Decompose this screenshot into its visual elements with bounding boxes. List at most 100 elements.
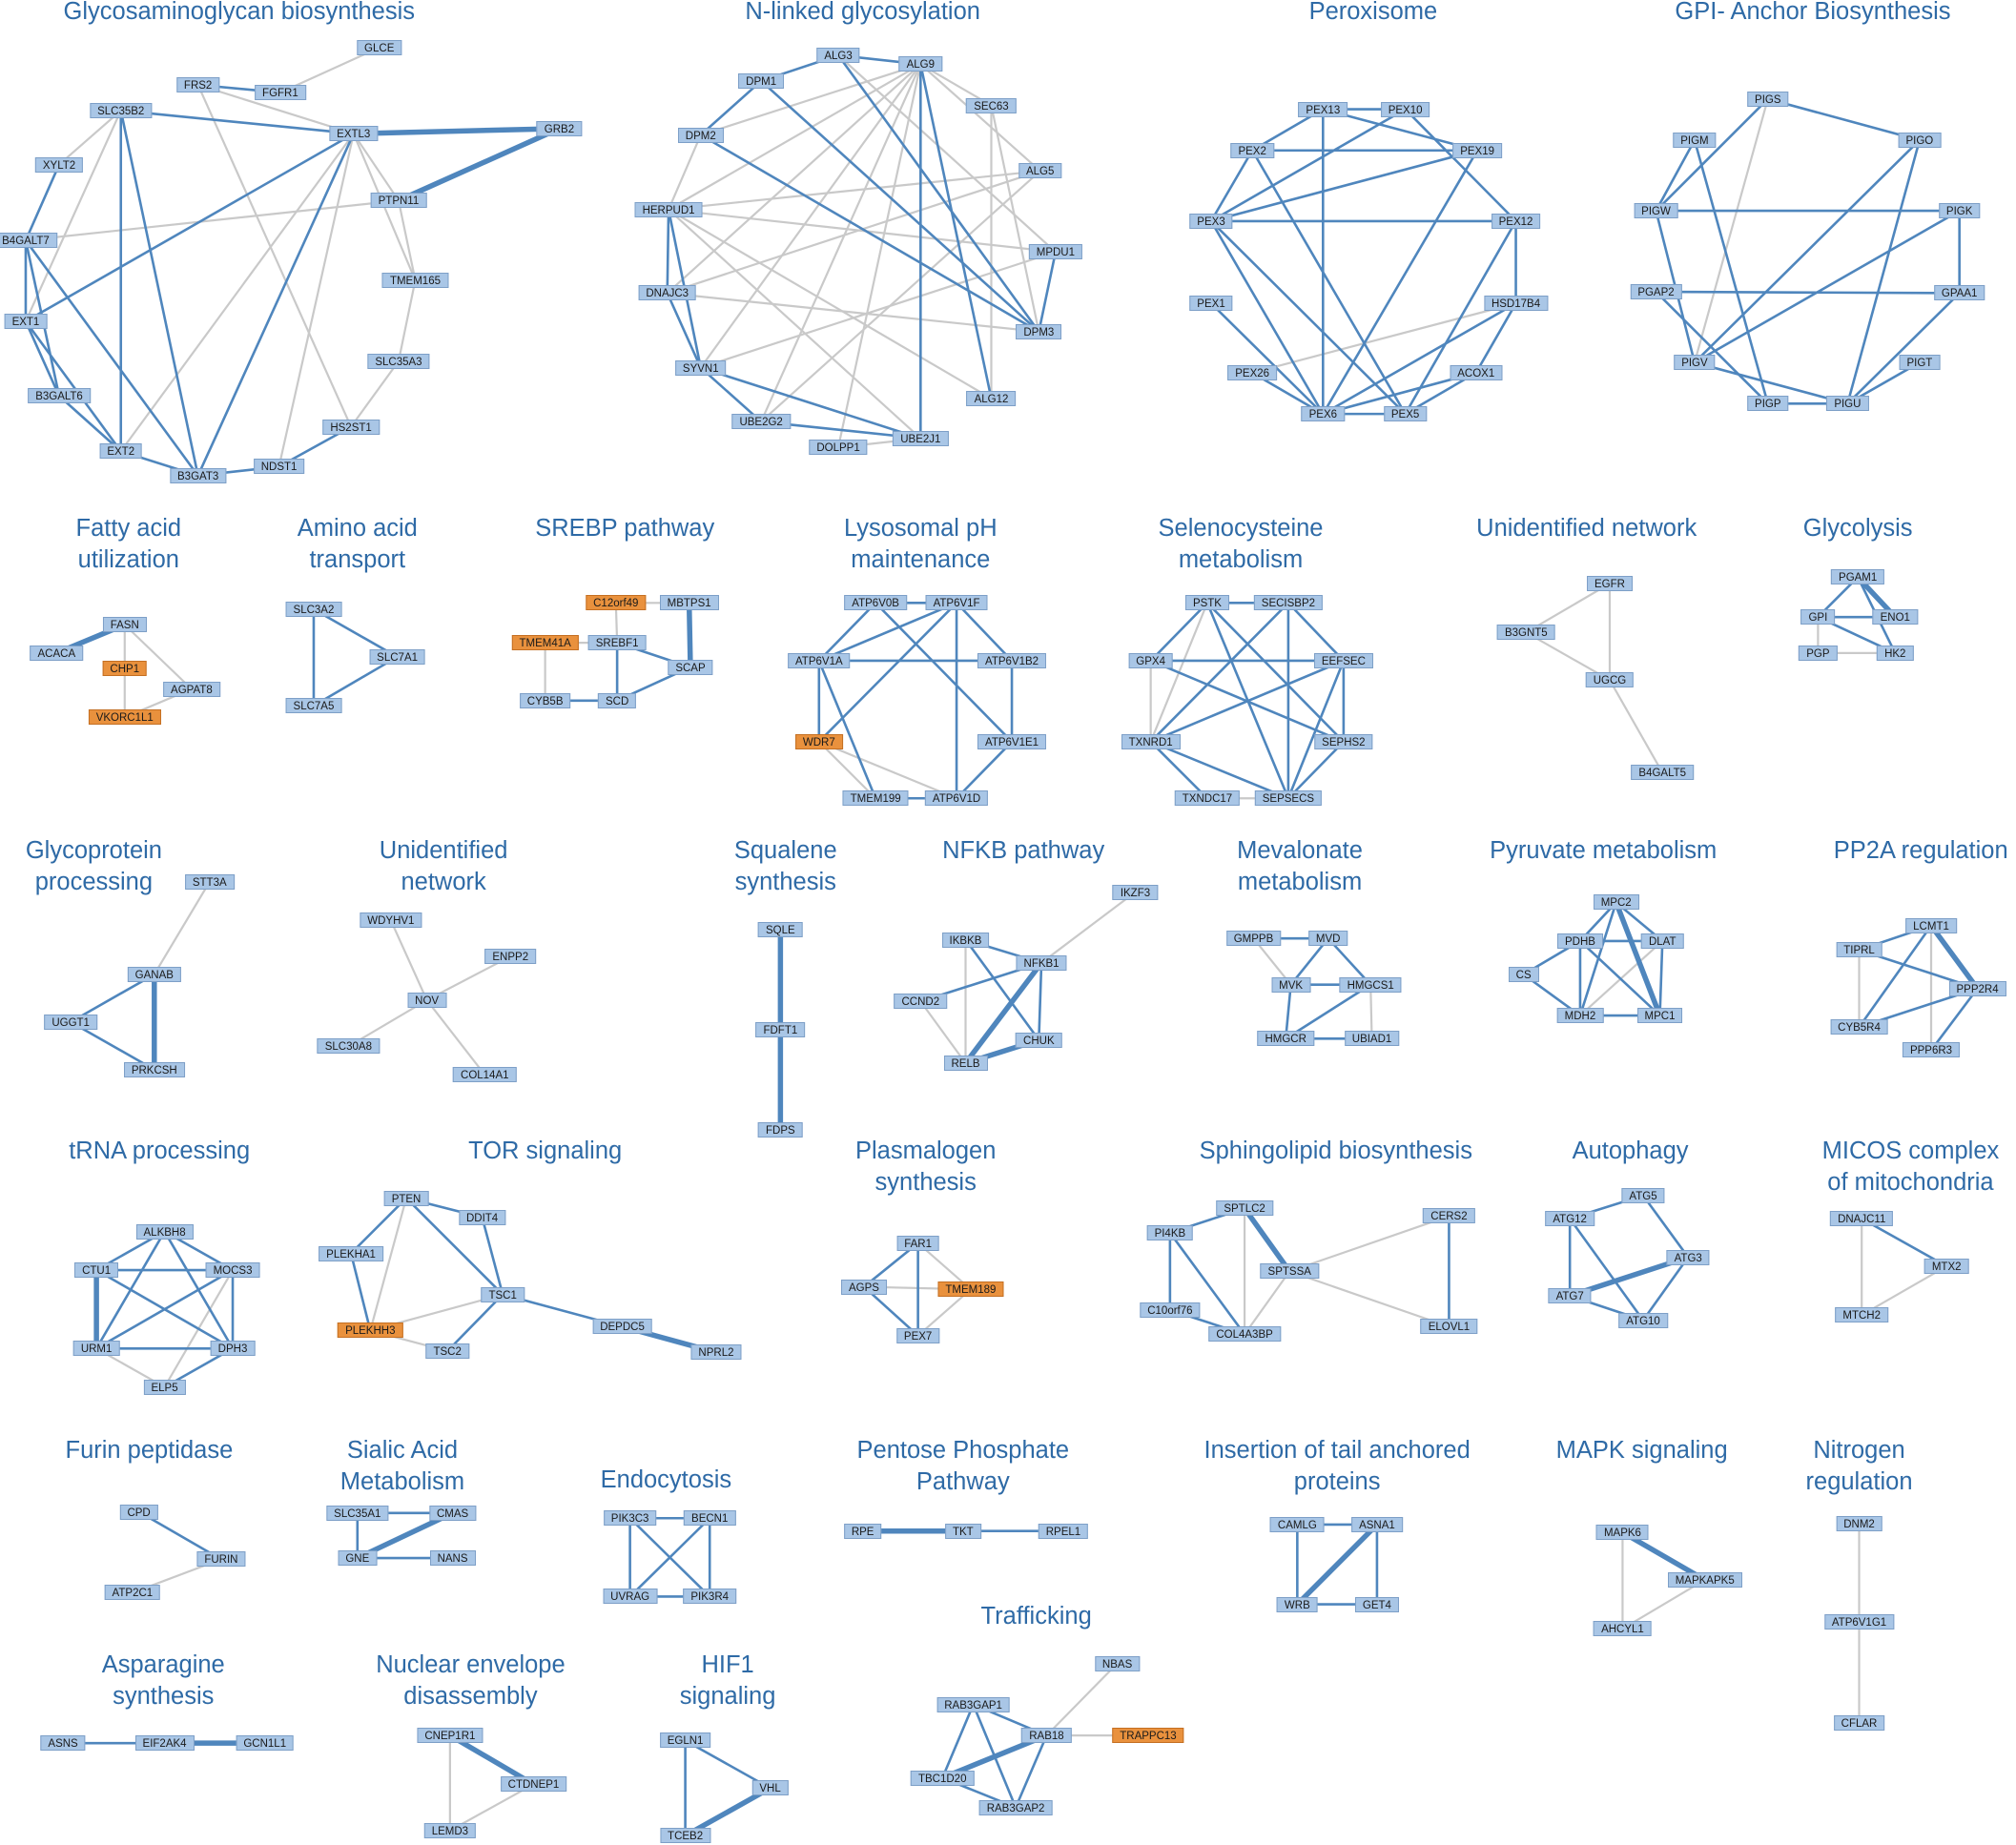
edge-herpud1-mpdu1 bbox=[667, 208, 1057, 254]
edge-pigm-pigw bbox=[1655, 138, 1697, 213]
gene-node-ext1: EXT1 bbox=[4, 314, 48, 330]
edge-txnrd1-txndc17 bbox=[1149, 740, 1209, 800]
gene-node-mtx2: MTX2 bbox=[1923, 1258, 1969, 1274]
edge-syvn1-ube2g2 bbox=[699, 366, 763, 423]
edge-pex12-pex5 bbox=[1404, 219, 1517, 416]
gene-node-pex13: PEX13 bbox=[1298, 101, 1348, 117]
edge-ptpn11-tmem165 bbox=[397, 199, 417, 282]
gene-node-pex2: PEX2 bbox=[1230, 142, 1274, 158]
gene-node-mtch2: MTCH2 bbox=[1835, 1307, 1889, 1323]
gene-node-atg5: ATG5 bbox=[1621, 1187, 1665, 1203]
edge-ppp2r4-ppp6r3 bbox=[1929, 987, 1979, 1052]
edge-tmem165-slc35a3 bbox=[397, 278, 417, 362]
edge-dpm2-herpud1 bbox=[667, 133, 702, 211]
gene-node-slc7a5: SLC7A5 bbox=[285, 698, 342, 714]
gene-node-asns: ASNS bbox=[40, 1735, 86, 1752]
gene-node-elovl1: ELOVL1 bbox=[1420, 1319, 1478, 1335]
edge-pex13-pex19 bbox=[1322, 108, 1479, 153]
edge-sptssa-col4a3bp bbox=[1243, 1270, 1291, 1336]
gene-node-fdft1: FDFT1 bbox=[755, 1021, 806, 1037]
edge-alg9-ube2g2 bbox=[760, 63, 922, 423]
gene-node-pex5: PEX5 bbox=[1383, 406, 1428, 422]
gene-node-ext2: EXT2 bbox=[99, 443, 143, 460]
network-title-tor-signaling: TOR signaling bbox=[468, 1136, 622, 1167]
edge-slc35a3-hs2st1 bbox=[349, 359, 401, 428]
network-title-line: processing bbox=[34, 868, 154, 895]
edge-pex3-pex5 bbox=[1209, 219, 1407, 416]
edge-dpm1-dpm2 bbox=[699, 79, 763, 136]
gene-node-srebf1: SREBF1 bbox=[587, 635, 647, 651]
network-title-mapk-signaling: MAPK signaling bbox=[1556, 1435, 1728, 1466]
gene-node-mapkapk5: MAPKAPK5 bbox=[1667, 1571, 1742, 1588]
gene-node-dpm1: DPM1 bbox=[738, 72, 785, 89]
edge-dnajc11-mtx2 bbox=[1860, 1217, 1948, 1268]
network-title-line: TOR signaling bbox=[468, 1138, 623, 1164]
gene-node-mocs3: MOCS3 bbox=[205, 1262, 260, 1279]
edge-slc35b2-ext1 bbox=[24, 109, 122, 323]
edge-atp6v0b-atp6v1a bbox=[817, 602, 877, 663]
gene-node-pgp: PGP bbox=[1799, 645, 1838, 661]
edge-ctdnep1-lemd3 bbox=[448, 1783, 535, 1832]
gene-node-eno1: ENO1 bbox=[1872, 609, 1918, 625]
gene-node-pi4kb: PI4KB bbox=[1146, 1224, 1194, 1240]
gene-node-dolpp1: DOLPP1 bbox=[809, 440, 868, 456]
edge-pex19-pex3 bbox=[1209, 149, 1479, 223]
gene-node-extl3: EXTL3 bbox=[329, 126, 379, 142]
gene-node-cnep1r1: CNEP1R1 bbox=[417, 1728, 483, 1744]
gene-node-atp6v1a: ATP6V1A bbox=[787, 652, 851, 668]
gene-node-mapk6: MAPK6 bbox=[1595, 1525, 1649, 1541]
edge-b4galt7-ptpn11 bbox=[24, 199, 401, 242]
gene-node-agpat8: AGPAT8 bbox=[163, 681, 220, 697]
network-title-line: Pyruvate metabolism bbox=[1490, 836, 1718, 864]
edge-pgap2-gpaa1 bbox=[1655, 290, 1961, 295]
network-title-line: metabolism bbox=[1237, 868, 1363, 895]
edge-cnep1r1-ctdnep1 bbox=[447, 1732, 537, 1788]
gene-node-hmgcs1: HMGCS1 bbox=[1339, 976, 1402, 993]
gene-node-acaca: ACACA bbox=[30, 645, 84, 661]
gene-node-b4galt7: B4GALT7 bbox=[0, 233, 57, 249]
gene-node-dnajc11: DNAJC11 bbox=[1830, 1211, 1894, 1227]
edge-pigv-pigu bbox=[1693, 360, 1849, 405]
edge-alg9-dolpp1 bbox=[836, 63, 922, 449]
network-title-line: Plasmalogen bbox=[854, 1138, 997, 1164]
gene-node-rab3gap2: RAB3GAP2 bbox=[978, 1799, 1053, 1815]
edge-pex3-pex6 bbox=[1209, 219, 1325, 416]
network-title-line: N-linked glycosylation bbox=[745, 0, 980, 26]
edge-atp6v1e1-atp6v1d bbox=[955, 740, 1014, 800]
edge-sephs2-sepsecs bbox=[1286, 740, 1346, 800]
gene-node-nov: NOV bbox=[407, 992, 447, 1008]
network-title-srebp-pathway: SREBP pathway bbox=[535, 513, 714, 544]
edge-nbas-rab18 bbox=[1045, 1662, 1119, 1737]
gene-node-col4a3bp: COL4A3BP bbox=[1208, 1326, 1281, 1343]
edge-alg9-syvn1 bbox=[699, 63, 922, 369]
gene-node-ubiad1: UBIAD1 bbox=[1344, 1031, 1400, 1047]
edge-mpdu1-dpm3 bbox=[1038, 250, 1058, 334]
gene-node-c10orf76: C10orf76 bbox=[1140, 1302, 1201, 1318]
edge-alg5-ube2g2 bbox=[760, 170, 1041, 423]
gene-node-far1: FAR1 bbox=[896, 1235, 940, 1251]
network-title-line: Nitrogen bbox=[1813, 1437, 1905, 1465]
gene-node-scd: SCD bbox=[598, 692, 637, 708]
edge-extl3-ext1 bbox=[24, 132, 356, 323]
edge-pigo-pigv bbox=[1693, 138, 1922, 364]
gene-node-sepsecs: SEPSECS bbox=[1254, 790, 1323, 807]
edge-pex26-hsd17b4 bbox=[1251, 302, 1517, 375]
edge-lcmt1-cyb5r4 bbox=[1858, 924, 1933, 1029]
edge-atp6v1a-tmem199 bbox=[817, 659, 877, 800]
gene-node-pigu: PIGU bbox=[1826, 396, 1869, 412]
gene-node-stt3a: STT3A bbox=[184, 873, 235, 890]
gene-node-atp2c1: ATP2C1 bbox=[104, 1585, 161, 1601]
edge-atp6v1f-atp6v1a bbox=[817, 602, 958, 663]
gene-node-prkcsh: PRKCSH bbox=[123, 1061, 185, 1077]
gene-node-col14a1: COL14A1 bbox=[453, 1067, 517, 1083]
edge-alg5-dnajc3 bbox=[666, 170, 1041, 295]
gene-node-slc35a1: SLC35A1 bbox=[326, 1505, 389, 1521]
network-title-line: Squalene bbox=[733, 836, 837, 864]
network-title-glycolysis: Glycolysis bbox=[1803, 513, 1913, 544]
gene-node-ndst1: NDST1 bbox=[253, 459, 305, 475]
